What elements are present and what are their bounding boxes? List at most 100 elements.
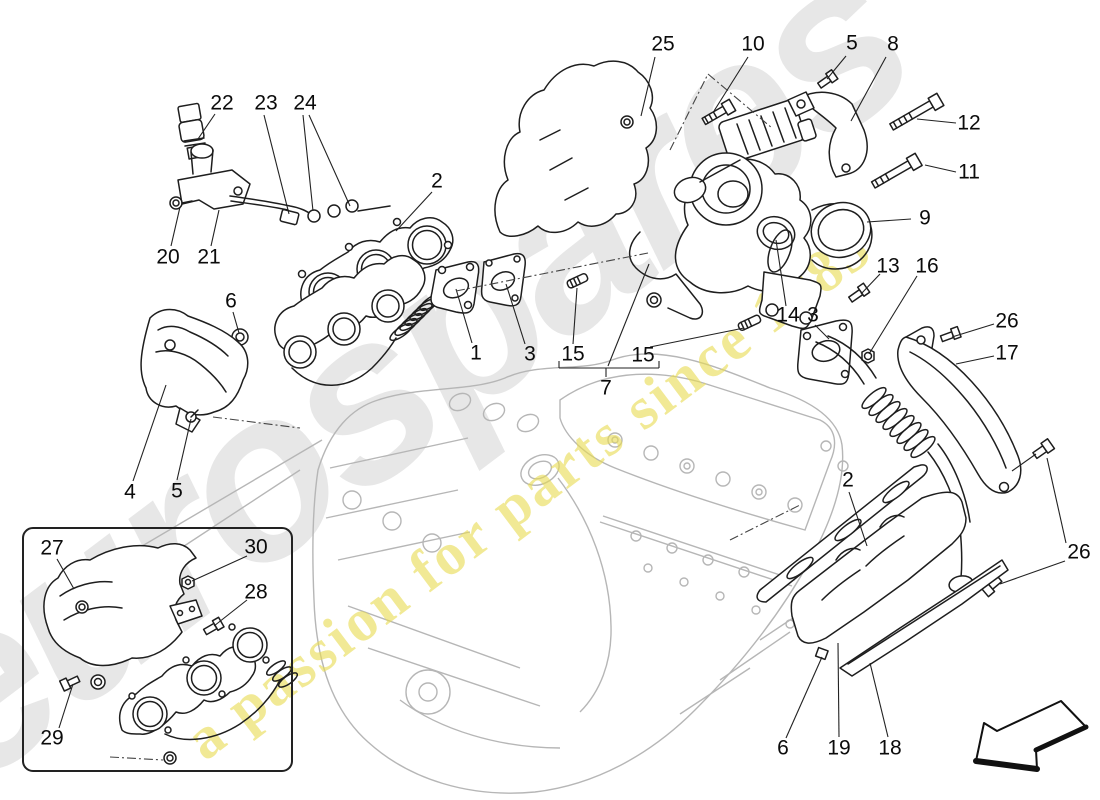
callout-8: 8: [887, 32, 899, 56]
inset-box: [22, 527, 293, 772]
chain-lines: [109, 73, 801, 761]
leader-line: [191, 555, 248, 582]
callout-16: 16: [915, 254, 939, 278]
leader-line: [176, 418, 192, 481]
callout-25: 25: [651, 32, 675, 56]
leader-line: [1011, 453, 1037, 472]
callout-2: 2: [431, 169, 443, 193]
leader-line: [837, 642, 840, 738]
leader-line: [866, 218, 912, 223]
callout-27: 27: [40, 536, 64, 560]
parts-line-art: [43, 60, 1056, 765]
fasteners-art: [566, 69, 1056, 598]
bolt-11-art: [870, 152, 923, 189]
leader-line: [213, 599, 248, 627]
callout-5: 5: [846, 31, 858, 55]
leader-line: [649, 327, 745, 348]
leader-line: [916, 118, 957, 124]
leader-line: [170, 206, 181, 247]
leader-line: [607, 263, 650, 367]
callout-10: 10: [741, 32, 765, 56]
nut-16-art: [861, 348, 875, 364]
callout-18: 18: [878, 736, 902, 760]
callout-20: 20: [156, 245, 180, 269]
leader-line: [505, 283, 526, 345]
bolt-26c-art: [1032, 438, 1056, 460]
chain-line: [707, 73, 773, 129]
leader-line: [572, 287, 578, 345]
bottom-right-assembly-art: [756, 464, 1009, 677]
callout-9: 9: [919, 206, 931, 230]
leader-line: [850, 56, 887, 122]
leader-line: [1046, 457, 1067, 544]
callout-1: 1: [470, 341, 482, 365]
sensor-bracket-art: [169, 143, 251, 210]
chain-line: [212, 416, 301, 429]
turbocharger-art: [628, 99, 873, 330]
leader-line: [395, 191, 433, 232]
callout-7: 7: [600, 376, 612, 400]
oil-pipe-art: [229, 195, 391, 226]
callout-6: 6: [225, 289, 237, 313]
leader-line: [814, 324, 830, 340]
turbo-heat-shield-art: [494, 60, 658, 238]
leader-line: [210, 209, 220, 247]
callout-19: 19: [827, 736, 851, 760]
leader-line: [860, 273, 881, 295]
leader-line: [56, 558, 75, 590]
stud-15a-art: [566, 272, 589, 289]
callout-28: 28: [244, 580, 268, 604]
turbo-bracket-art: [787, 91, 868, 178]
leader-line: [640, 56, 656, 117]
inset-assembly-art: [43, 543, 299, 765]
callout-2: 2: [842, 468, 854, 492]
leader-line: [197, 113, 216, 140]
bolt-5-art: [816, 69, 839, 89]
engine-block-art: [109, 353, 849, 794]
callout-3: 3: [524, 342, 536, 366]
callout-13: 13: [876, 254, 900, 278]
bolt-12-art: [889, 92, 945, 131]
chain-line: [669, 73, 709, 151]
callout-26: 26: [995, 309, 1019, 333]
direction-arrow-icon: [973, 700, 1089, 772]
callout-21: 21: [197, 245, 221, 269]
callout-23: 23: [254, 91, 278, 115]
leader-line: [58, 683, 74, 729]
leader-line: [455, 288, 473, 344]
leader-line: [302, 114, 314, 212]
callout-12: 12: [957, 111, 981, 135]
leader-line: [308, 114, 351, 207]
callout-4: 4: [124, 480, 136, 504]
bolt-26a-art: [939, 325, 962, 343]
leader-line: [999, 560, 1066, 585]
callout-17: 17: [995, 341, 1019, 365]
callout-5: 5: [171, 479, 183, 503]
leader-line: [951, 323, 995, 338]
leader-line: [785, 656, 823, 739]
callout-15: 15: [631, 343, 655, 367]
callout-29: 29: [40, 726, 64, 750]
leader-line: [955, 355, 995, 365]
leader-lines: [56, 55, 1067, 739]
leader-line: [924, 164, 957, 173]
leader-line: [232, 311, 240, 334]
exhaust-manifold-art: [231, 252, 526, 386]
callout-15: 15: [561, 342, 585, 366]
leader-line: [775, 239, 787, 307]
leader-line: [713, 56, 749, 112]
heat-shield-left-art: [140, 308, 249, 433]
callout-24: 24: [293, 91, 317, 115]
callout-22: 22: [210, 91, 234, 115]
callout-11: 11: [958, 160, 980, 184]
leader-line: [848, 491, 868, 547]
leader-line: [826, 55, 847, 80]
chain-line: [455, 252, 649, 292]
callout-30: 30: [244, 535, 268, 559]
leader-line: [868, 275, 918, 355]
chain-line: [729, 504, 801, 541]
callout-14: 14: [776, 303, 800, 327]
downpipe-bellows-art: [861, 386, 936, 459]
